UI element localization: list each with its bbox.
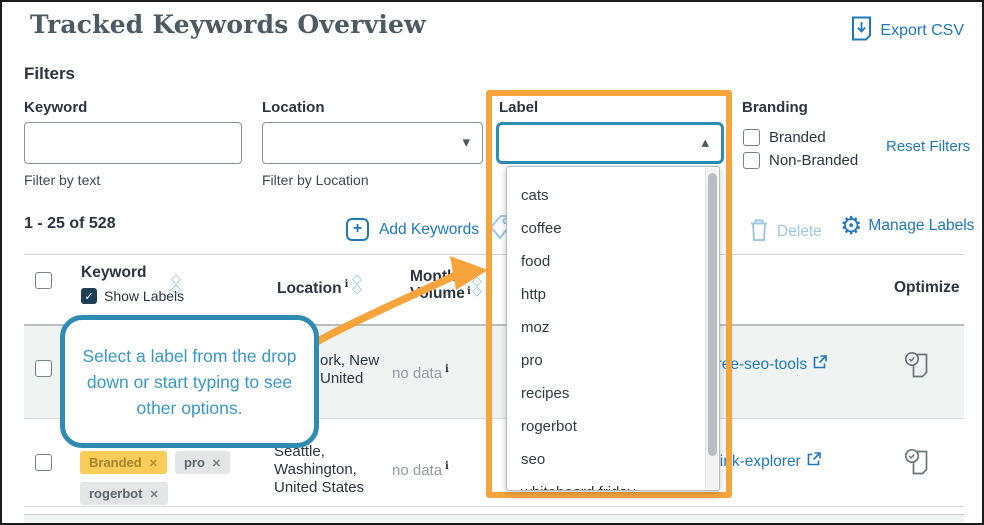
callout-bubble: Select a label from the drop down or sta…	[60, 315, 319, 448]
info-icon	[445, 364, 449, 375]
reset-filters-link[interactable]: Reset Filters	[886, 138, 971, 155]
scrollbar-thumb[interactable]	[708, 173, 717, 456]
add-keywords-button[interactable]: Add Keywords	[346, 218, 479, 241]
export-csv-icon	[851, 16, 872, 46]
row-volume: no data	[392, 461, 449, 479]
non-branded-label: Non-Branded	[769, 152, 859, 169]
label-option[interactable]: coffee	[521, 220, 562, 237]
next-row-edge	[24, 514, 964, 523]
non-branded-checkbox[interactable]	[743, 152, 760, 169]
page-optimization-icon[interactable]	[903, 446, 934, 483]
keyword-filter-input[interactable]	[24, 122, 242, 164]
sort-icon[interactable]	[472, 276, 482, 296]
branded-checkbox-row[interactable]: Branded	[743, 129, 826, 146]
label-dropdown-list: cats coffee food http moz pro recipes rogerbot s…	[507, 167, 719, 490]
page-title: Tracked Keywords Overview	[30, 10, 426, 39]
callout-text: Select a label from the drop down or sta…	[82, 345, 297, 418]
label-option[interactable]: pro	[521, 352, 543, 369]
show-labels-label: Show Labels	[104, 288, 185, 304]
external-link-icon	[813, 355, 827, 374]
ranking-url-link[interactable]: /free-seo-tools	[708, 355, 827, 374]
label-option[interactable]: food	[521, 253, 551, 270]
label-filter-label: Label	[499, 99, 539, 116]
pagination-count: 1 - 25 of 528	[24, 215, 116, 232]
filters-heading: Filters	[24, 64, 76, 83]
column-header-monthly-volume[interactable]: Monthly Volume	[410, 268, 470, 302]
row-location: ork, New United	[320, 352, 380, 387]
external-link-icon	[807, 452, 821, 471]
column-header-optimize: Optimize	[894, 279, 960, 296]
row-volume: no data	[392, 364, 449, 382]
row-checkbox[interactable]	[35, 454, 52, 471]
delete-button[interactable]: Delete	[749, 217, 822, 247]
sort-icon[interactable]	[171, 274, 181, 294]
branded-label: Branded	[769, 129, 826, 146]
label-dropdown: cats coffee food http moz pro recipes rogerbot s…	[506, 166, 720, 491]
keyword-filter-label: Keyword	[24, 99, 88, 116]
non-branded-checkbox-row[interactable]: Non-Branded	[743, 152, 858, 169]
label-chip[interactable]: pro	[174, 451, 231, 474]
show-labels-toggle[interactable]: Show Labels	[81, 288, 184, 304]
label-option[interactable]: cats	[521, 187, 549, 204]
label-chip[interactable]: rogerbot	[80, 482, 168, 505]
add-keywords-label: Add Keywords	[379, 220, 479, 238]
label-option[interactable]: rogerbot	[521, 418, 577, 435]
sort-icon[interactable]	[352, 274, 362, 294]
label-option[interactable]: moz	[521, 319, 550, 336]
column-header-keyword[interactable]: Keyword	[81, 264, 147, 281]
info-icon	[345, 279, 349, 290]
info-icon	[445, 461, 449, 472]
trash-icon	[749, 217, 769, 247]
chevron-up-icon	[701, 133, 709, 152]
export-csv-label: Export CSV	[880, 22, 964, 39]
branding-filter-label: Branding	[742, 99, 808, 116]
label-option-clipped[interactable]: whiteboard friday	[507, 476, 719, 490]
info-icon	[467, 286, 471, 297]
manage-labels-label: Manage Labels	[868, 216, 975, 234]
remove-label-icon[interactable]	[149, 455, 158, 470]
branded-checkbox[interactable]	[743, 129, 760, 146]
chevron-down-icon	[462, 133, 470, 152]
column-header-location[interactable]: Location	[277, 279, 348, 298]
location-filter-label: Location	[262, 99, 325, 116]
gear-icon: ⚙	[840, 211, 863, 240]
select-all-checkbox[interactable]	[35, 272, 52, 289]
label-option[interactable]: recipes	[521, 385, 570, 402]
ranking-url-link[interactable]: /link-explorer	[712, 452, 821, 471]
row-divider	[24, 506, 964, 507]
location-filter-helper: Filter by Location	[262, 172, 369, 188]
remove-label-icon[interactable]	[149, 486, 158, 501]
keyword-filter-helper: Filter by text	[24, 172, 101, 188]
manage-labels-button[interactable]: ⚙ Manage Labels	[840, 213, 974, 238]
remove-label-icon[interactable]	[212, 455, 221, 470]
row-location: Seattle, Washington, United States	[274, 443, 365, 496]
keyword-label-chips: Branded pro rogerbot	[80, 451, 240, 505]
label-filter-select[interactable]	[496, 122, 724, 164]
label-chip[interactable]: Branded	[80, 451, 167, 474]
dropdown-scrollbar[interactable]	[705, 168, 718, 489]
label-option[interactable]: seo	[521, 451, 546, 468]
checked-checkbox-icon[interactable]	[81, 288, 97, 304]
page-optimization-icon[interactable]	[903, 349, 934, 386]
export-csv-button[interactable]: Export CSV	[851, 16, 964, 46]
row-checkbox[interactable]	[35, 360, 52, 377]
delete-label: Delete	[777, 223, 822, 240]
toolbar-divider	[24, 254, 964, 255]
location-filter-select[interactable]	[262, 122, 483, 164]
plus-icon	[346, 218, 369, 241]
label-option[interactable]: http	[521, 286, 547, 303]
